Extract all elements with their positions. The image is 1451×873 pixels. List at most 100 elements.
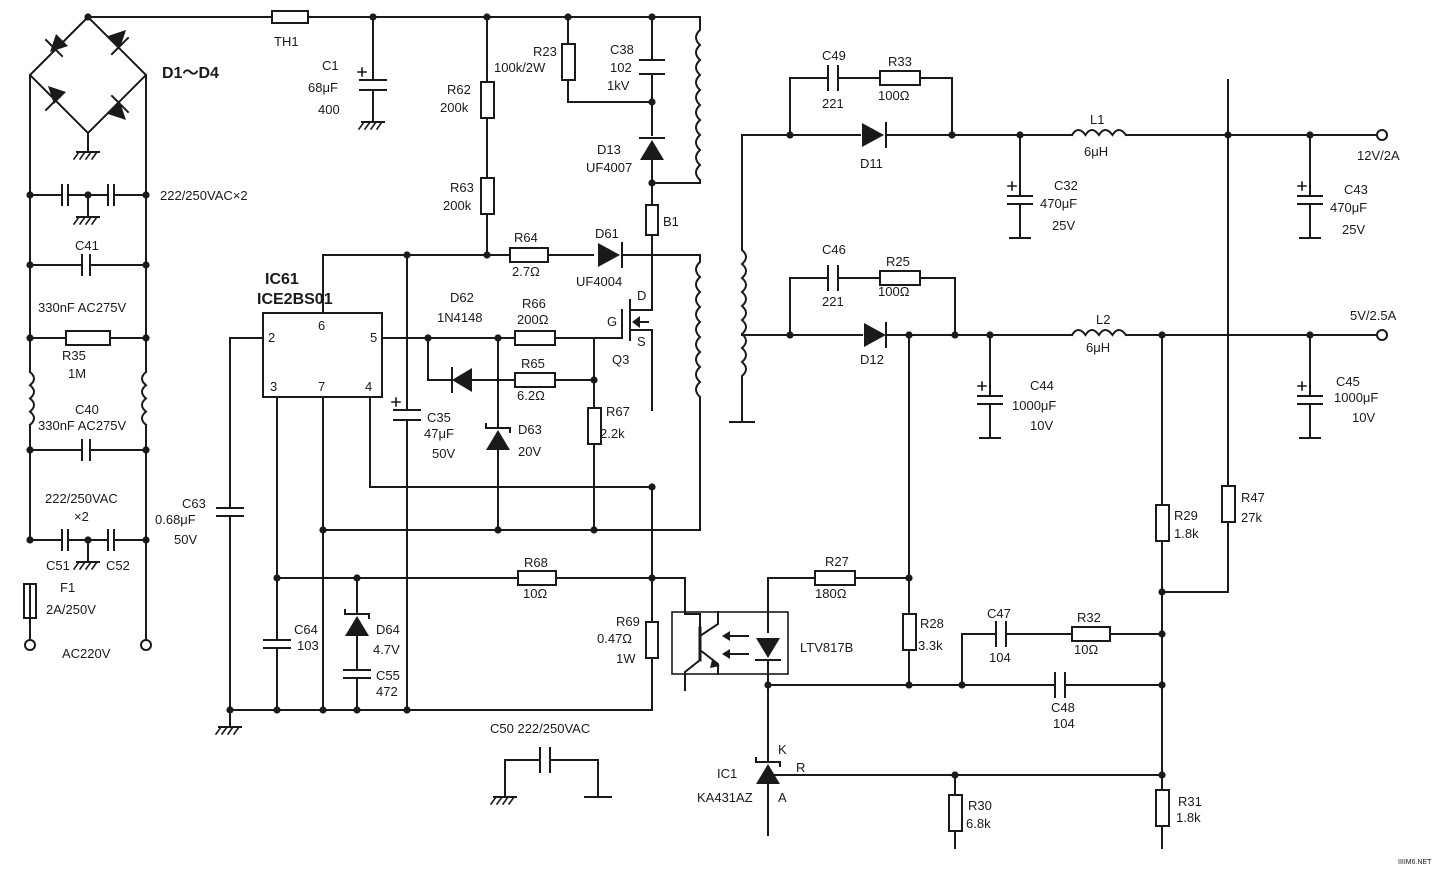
bridge-diode-bl	[44, 86, 66, 112]
ic61-label: IC61	[265, 271, 299, 288]
r69-wattage: 1W	[616, 651, 636, 666]
r28-label: R28	[920, 616, 944, 631]
r23-value: 100k/2W	[494, 60, 546, 75]
r67-value: 2.2k	[600, 426, 625, 441]
c43-value: 470μF	[1330, 200, 1367, 215]
d1-d4-label: D1～D4	[162, 65, 219, 82]
c45-label: C45	[1336, 374, 1360, 389]
c43-label: C43	[1344, 182, 1368, 197]
c51-label: C51	[46, 558, 70, 573]
r35-value: 1M	[68, 366, 86, 381]
c41-label: C41	[75, 238, 99, 253]
c49-label: C49	[822, 48, 846, 63]
ic61-pin3: 3	[270, 379, 277, 394]
c1-voltage: 400	[318, 102, 340, 117]
d62-label: D62	[450, 290, 474, 305]
c45-value: 1000μF	[1334, 390, 1378, 405]
c32-voltage: 25V	[1052, 218, 1075, 233]
r25-label: R25	[886, 254, 910, 269]
r32-value: 10Ω	[1074, 642, 1098, 657]
ic1-pin-r: R	[796, 760, 805, 775]
d61-label: D61	[595, 226, 619, 241]
r62-label: R62	[447, 82, 471, 97]
d64-label: D64	[376, 622, 400, 637]
r29-label: R29	[1174, 508, 1198, 523]
c40-label: C40	[75, 402, 99, 417]
r31-value: 1.8k	[1176, 810, 1201, 825]
polarity-marks	[357, 67, 1307, 407]
ic1-pin-k: K	[778, 742, 787, 757]
r68-label: R68	[524, 555, 548, 570]
optocoupler	[671, 577, 789, 691]
d13-label: D13	[597, 142, 621, 157]
c46-value: 221	[822, 294, 844, 309]
c1-value: 68μF	[308, 80, 338, 95]
r66-label: R66	[522, 296, 546, 311]
ic61-pin7: 7	[318, 379, 325, 394]
r33-label: R33	[888, 54, 912, 69]
c50-label: C50 222/250VAC	[490, 721, 590, 736]
r30-label: R30	[968, 798, 992, 813]
r32-label: R32	[1077, 610, 1101, 625]
c44-label: C44	[1030, 378, 1054, 393]
c35-voltage: 50V	[432, 446, 455, 461]
c49-value: 221	[822, 96, 844, 111]
l1-label: L1	[1090, 112, 1104, 127]
c35-value: 47μF	[424, 426, 454, 441]
c63-value: 0.68μF	[155, 512, 196, 527]
c47-label: C47	[987, 606, 1011, 621]
q3-pin-d: D	[637, 288, 646, 303]
input-filter	[23, 13, 701, 651]
r27-label: R27	[825, 554, 849, 569]
y-cap-pair-label: 222/250VAC×2	[160, 188, 248, 203]
d64-value: 4.7V	[373, 642, 400, 657]
ltv817b-label: LTV817B	[800, 640, 853, 655]
y-cap-pair-b-line2: ×2	[74, 509, 89, 524]
f1-label: F1	[60, 580, 75, 595]
primary-side	[215, 10, 702, 805]
c63-label: C63	[182, 496, 206, 511]
watermark: IIIIM6.NET	[1398, 859, 1432, 866]
d61-value: UF4004	[576, 274, 622, 289]
labels: D1～D4 TH1 C1 68μF 400 R62 200k R63 200k …	[38, 34, 1432, 866]
ic61-pin2: 2	[268, 330, 275, 345]
d63-value: 20V	[518, 444, 541, 459]
bridge-diode-tr	[108, 30, 130, 56]
c32-label: C32	[1054, 178, 1078, 193]
r69-label: R69	[616, 614, 640, 629]
ic1-label: IC1	[717, 766, 737, 781]
r65-label: R65	[521, 356, 545, 371]
c55-label: C55	[376, 668, 400, 683]
r68-value: 10Ω	[523, 586, 547, 601]
c1-label: C1	[322, 58, 339, 73]
c38-label: C38	[610, 42, 634, 57]
c44-voltage: 10V	[1030, 418, 1053, 433]
r47-value: 27k	[1241, 510, 1262, 525]
ic1-value: KA431AZ	[697, 790, 753, 805]
bridge-diode-tl	[44, 34, 68, 58]
r28-value: 3.3k	[918, 638, 943, 653]
c38-value: 102	[610, 60, 632, 75]
r27-value: 180Ω	[815, 586, 847, 601]
ac220v-label: AC220V	[62, 646, 111, 661]
ic61-value: ICE2BS01	[257, 291, 333, 308]
output-12v-label: 12V/2A	[1357, 148, 1400, 163]
c64-label: C64	[294, 622, 318, 637]
ic61-pin6: 6	[318, 318, 325, 333]
th1-label: TH1	[274, 34, 299, 49]
r35-label: R35	[62, 348, 86, 363]
c35-label: C35	[427, 410, 451, 425]
c52-label: C52	[106, 558, 130, 573]
r64-label: R64	[514, 230, 538, 245]
ic1-pin-a: A	[778, 790, 787, 805]
c41-value: 330nF AC275V	[38, 300, 127, 315]
c44-value: 1000μF	[1012, 398, 1056, 413]
d13-value: UF4007	[586, 160, 632, 175]
secondary-side	[357, 65, 1388, 849]
r47-label: R47	[1241, 490, 1265, 505]
c48-value: 104	[1053, 716, 1075, 731]
r64-value: 2.7Ω	[512, 264, 540, 279]
c48-label: C48	[1051, 700, 1075, 715]
